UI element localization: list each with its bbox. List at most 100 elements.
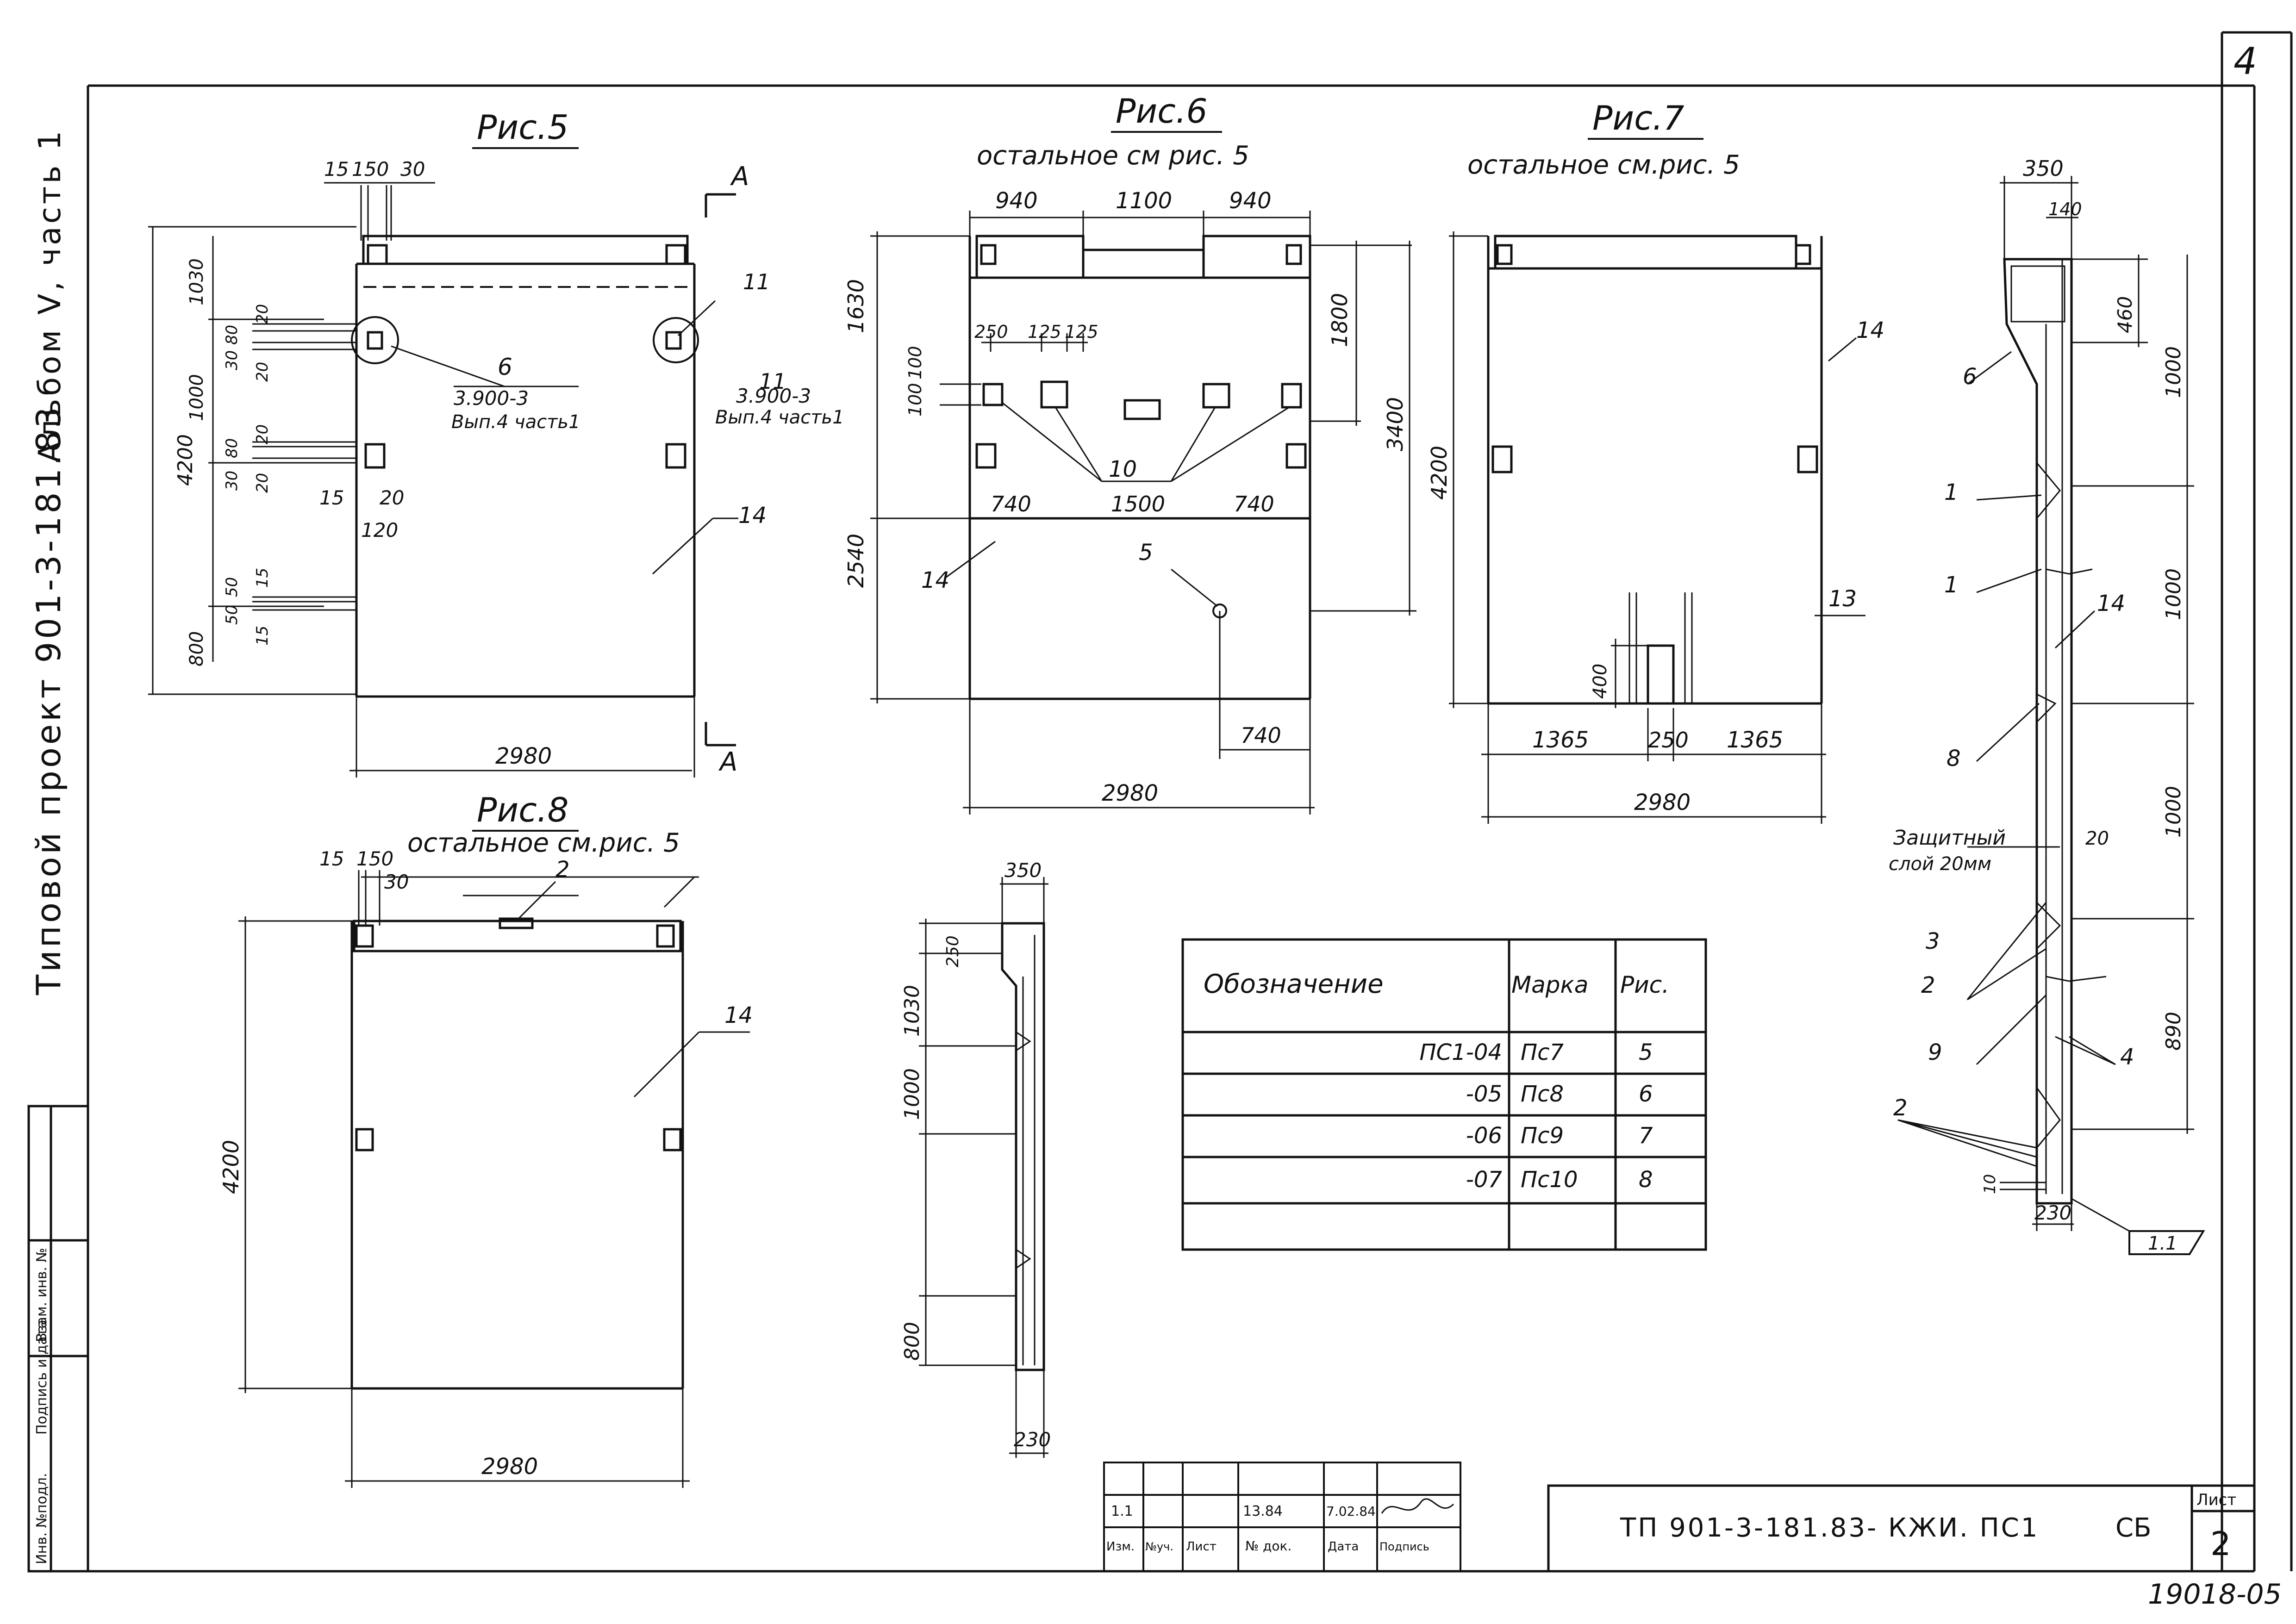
- fig8-dim-30: 30: [384, 871, 409, 893]
- section-callout-2a: 2: [1921, 972, 1935, 998]
- table-row-3-designation: -06: [1466, 1123, 1502, 1149]
- approval-stamp: [27, 1105, 89, 1573]
- fig5-note-right: Вып.4 часть1: [715, 407, 844, 428]
- section-dim-140: 140: [2048, 199, 2082, 219]
- title-block-grid: [1547, 1484, 2256, 1573]
- section-leader-lines: [1897, 351, 2130, 1232]
- table-row-2-designation: -05: [1466, 1081, 1502, 1107]
- table-row-4-fig: 8: [1639, 1167, 1653, 1193]
- fig5-callout-14: 14: [738, 503, 767, 529]
- table-row-4-designation: -07: [1466, 1167, 1503, 1193]
- section-rebar: [2010, 259, 2107, 1194]
- table-row-3-fig: 7: [1639, 1123, 1653, 1149]
- fig5-title: Рис.5: [477, 108, 569, 147]
- revision-row-date: 7.02.84: [1326, 1504, 1376, 1519]
- fig6-dim-940a: 940: [995, 188, 1038, 214]
- fig7-dim-400: 400: [1590, 664, 1611, 699]
- fig6-dim-1100: 1100: [1116, 188, 1172, 214]
- side-view-dim-230: 230: [1014, 1428, 1051, 1451]
- fig5-section-label-bottom: А: [718, 747, 737, 777]
- fig5-ref-left: 3.900-3: [454, 387, 529, 410]
- fig8-dim-4200: 4200: [218, 1140, 243, 1194]
- fig5-section-label-top: А: [730, 162, 749, 192]
- revision-block: 1.1 13.84 7.02.84 Изм. №уч. Лист № док. …: [1103, 1462, 1461, 1572]
- fig6-dim-740a: 740: [991, 492, 1031, 516]
- fig5-dim-2980: 2980: [495, 743, 552, 769]
- section-dim-350: 350: [2023, 156, 2064, 181]
- revision-grid: [1103, 1462, 1461, 1572]
- stamp-label-replace: Взам. инв. №: [34, 1248, 50, 1342]
- fig5-callout-11-top: 11: [743, 269, 770, 294]
- table-header-fig: Рис.: [1620, 971, 1669, 998]
- title-block-sheet-number: 2: [2210, 1525, 2231, 1563]
- fig6-dim-740b: 740: [1234, 492, 1274, 516]
- revision-header-doc: № док.: [1245, 1538, 1292, 1554]
- fig6-dimension-lines: [870, 211, 1416, 815]
- section-callout-14: 14: [2097, 591, 2125, 616]
- side-view-dim-1000: 1000: [900, 1068, 924, 1120]
- side-view: 350 250 1030 1000 800 230: [900, 859, 1051, 1458]
- fig5-dim-4200: 4200: [174, 434, 197, 486]
- fig7-dim-4200: 4200: [1427, 446, 1452, 500]
- title-block-sheet-label: Лист: [2196, 1491, 2236, 1509]
- fig6-title: Рис.6: [1116, 92, 1208, 131]
- fig5-dim-s20d: 20: [253, 473, 272, 493]
- revision-header-list: Лист: [1186, 1540, 1217, 1554]
- revision-header-izm: Изм.: [1106, 1540, 1135, 1554]
- fig8-subtitle: остальное см.рис. 5: [407, 828, 680, 858]
- fig5-detail-circle-left: [351, 316, 399, 364]
- section-callout-8: 8: [1947, 746, 1961, 772]
- fig6-callout-5: 5: [1139, 540, 1153, 566]
- section-outline: [2003, 258, 2073, 1205]
- fig5-left-dimension-lines: [148, 226, 356, 695]
- marks-table-grid: [1181, 938, 1707, 1251]
- revision-header-signature: Подпись: [1379, 1540, 1429, 1553]
- fig6-dim-740c: 740: [1241, 723, 1281, 748]
- fig5-detail-circle-right: [653, 317, 699, 363]
- section-dim-230: 230: [2034, 1201, 2071, 1224]
- revision-header-nuch: №уч.: [1145, 1540, 1173, 1553]
- sheet-corner-number: 4: [2234, 40, 2257, 83]
- fig5-dim-s50b: 50: [223, 577, 241, 597]
- side-view-dim-1030: 1030: [900, 985, 924, 1037]
- figure-6: Рис.6 остальное см рис. 5: [843, 92, 1416, 815]
- title-block-stage: СБ: [2115, 1513, 2152, 1543]
- fig5-dim-s30b: 30: [223, 471, 241, 491]
- section-dimension-lines: [2000, 176, 2194, 1231]
- side-view-dimension-lines: [919, 877, 1048, 1458]
- fig7-title: Рис.7: [1592, 99, 1685, 137]
- fig6-dim-3400: 3400: [1383, 397, 1408, 451]
- project-title-vertical: Типовой проект 901-3-181.83: [29, 404, 68, 996]
- fig5-dim-s80b: 80: [223, 438, 241, 458]
- table-row-4-mark: Пс10: [1521, 1167, 1578, 1193]
- fig6-panel-outline: [968, 235, 1311, 700]
- section-callout-6: 6: [1963, 364, 1977, 390]
- fig7-dim-1365a: 1365: [1532, 727, 1589, 753]
- section-view: 350 140 460 1000 1000 1000 890 20 10 230…: [1889, 156, 2205, 1255]
- fig5-dim-150: 150: [352, 158, 389, 180]
- fig5-section-marks: [705, 193, 736, 747]
- archive-number: 19018-05: [2148, 1578, 2282, 1611]
- fig6-callout-10: 10: [1109, 456, 1137, 482]
- fig6-dim-125b: 125: [1065, 322, 1098, 342]
- fig5-dim-s80: 80: [223, 325, 241, 345]
- section-dim-1000b: 1000: [2162, 568, 2185, 620]
- fig5-dim-w15: 15: [319, 486, 344, 509]
- fig5-dim-s50: 50: [223, 605, 241, 625]
- fig8-callout-14: 14: [724, 1002, 753, 1028]
- fig5-dim-w120: 120: [361, 519, 398, 541]
- fig5-dim-s20c: 20: [253, 424, 272, 444]
- fig5-dim-15: 15: [324, 158, 349, 180]
- fig8-dimension-lines: [238, 870, 695, 1488]
- table-row-3-mark: Пс9: [1521, 1123, 1564, 1149]
- fig7-rebar-lines: [1628, 592, 1693, 703]
- fig6-dim-100: 100: [905, 346, 925, 380]
- title-block-code: ТП 901-3-181.83- КЖИ. ПС1: [1620, 1513, 2039, 1543]
- fig5-dim-s20: 20: [253, 304, 272, 324]
- fig7-dimension-lines: [1449, 231, 1866, 824]
- revision-header-date: Дата: [1328, 1540, 1359, 1554]
- fig8-panel-outline: [350, 917, 684, 1390]
- fig8-callout-2: 2: [555, 857, 570, 883]
- album-title-vertical: Альбом V, часть 1: [32, 128, 68, 463]
